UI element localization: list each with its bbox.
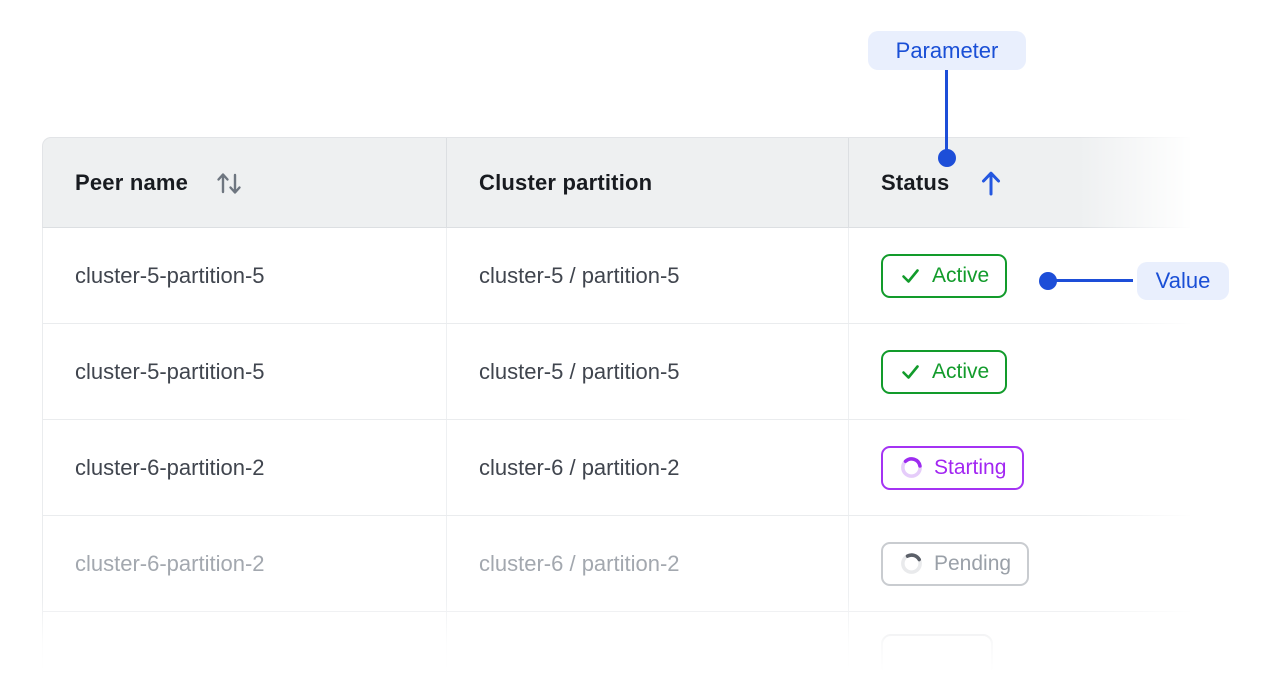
- cluster-partition-cell: cluster-6 / partition-2: [447, 420, 849, 515]
- peer-name-text: cluster-6-partition-2: [75, 454, 265, 480]
- peer-name-text: cluster-5-partition-5: [75, 262, 265, 288]
- status-label: Starting: [934, 455, 1007, 479]
- peers-table: Peer name Cluster partition Status: [42, 137, 1190, 688]
- column-header-peer-name[interactable]: Peer name: [43, 138, 447, 227]
- status-label: Active: [932, 359, 990, 383]
- status-cell: Active: [849, 228, 1190, 323]
- column-header-label: Peer name: [75, 169, 189, 195]
- arrow-up-icon[interactable]: [979, 168, 1003, 198]
- parameter-connector-line: [945, 70, 948, 150]
- check-icon: [902, 365, 919, 379]
- cluster-partition-text: cluster-6 / partition-2: [479, 454, 680, 480]
- parameter-annotation-badge: Parameter: [868, 31, 1026, 70]
- table-body: cluster-5-partition-5 cluster-5 / partit…: [42, 228, 1190, 688]
- table-header-row: Peer name Cluster partition Status: [42, 137, 1190, 228]
- peer-name-text: cluster-6-partition-2: [75, 550, 265, 576]
- column-header-label: Cluster partition: [479, 169, 653, 195]
- table-row-partial: [43, 612, 1190, 688]
- table-row[interactable]: cluster-5-partition-5 cluster-5 / partit…: [43, 324, 1190, 420]
- cluster-partition-text: cluster-5 / partition-5: [479, 358, 680, 384]
- value-annotation-badge: Value: [1137, 262, 1229, 300]
- status-cell: Pending: [849, 516, 1190, 611]
- column-header-cluster-partition[interactable]: Cluster partition: [447, 138, 849, 227]
- cluster-partition-cell: cluster-5 / partition-5: [447, 228, 849, 323]
- status-cell: [849, 612, 1190, 688]
- peer-name-cell: cluster-5-partition-5: [43, 228, 447, 323]
- cluster-partition-cell: cluster-5 / partition-5: [447, 324, 849, 419]
- status-badge: Active: [881, 253, 1008, 298]
- status-label: Pending: [934, 551, 1012, 575]
- value-connector-line: [1048, 279, 1133, 282]
- parameter-connector-dot: [938, 149, 956, 167]
- peer-name-text: cluster-5-partition-5: [75, 358, 265, 384]
- value-annotation-label: Value: [1155, 268, 1211, 293]
- spinner-icon: [901, 457, 922, 478]
- status-cell: Active: [849, 324, 1190, 419]
- status-badge: Active: [881, 349, 1008, 394]
- sort-updown-icon[interactable]: [214, 166, 244, 200]
- table-row[interactable]: cluster-6-partition-2 cluster-6 / partit…: [43, 420, 1190, 516]
- parameter-annotation-label: Parameter: [895, 37, 999, 63]
- cluster-partition-cell: [447, 612, 849, 688]
- table-row[interactable]: cluster-6-partition-2 cluster-6 / partit…: [43, 516, 1190, 612]
- status-badge-ghost: [881, 633, 993, 688]
- spinner-icon: [901, 553, 922, 574]
- check-icon: [902, 269, 919, 283]
- column-header-status[interactable]: Status: [849, 138, 1190, 227]
- status-cell: Starting: [849, 420, 1190, 515]
- peer-name-cell: [43, 612, 447, 688]
- cluster-partition-text: cluster-6 / partition-2: [479, 550, 680, 576]
- peer-name-cell: cluster-5-partition-5: [43, 324, 447, 419]
- table-row[interactable]: cluster-5-partition-5 cluster-5 / partit…: [43, 228, 1190, 324]
- cluster-partition-cell: cluster-6 / partition-2: [447, 516, 849, 611]
- peer-name-cell: cluster-6-partition-2: [43, 420, 447, 515]
- peer-name-cell: cluster-6-partition-2: [43, 516, 447, 611]
- status-badge: Pending: [881, 541, 1030, 586]
- column-header-label: Status: [881, 169, 950, 195]
- status-label: Active: [932, 263, 990, 287]
- status-badge: Starting: [881, 445, 1025, 490]
- cluster-partition-text: cluster-5 / partition-5: [479, 262, 680, 288]
